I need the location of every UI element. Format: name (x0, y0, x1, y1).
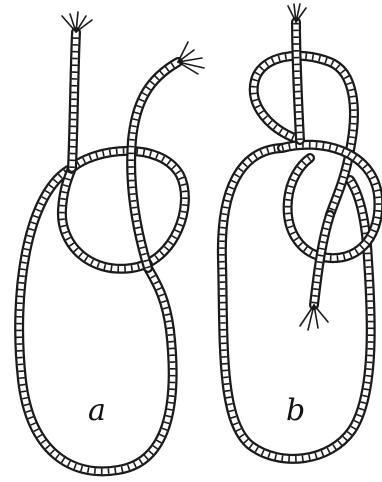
knot-a-small-loop (62, 151, 185, 269)
knot-b-standing-strand (296, 22, 300, 140)
knot-b-frayed-end-top (288, 4, 306, 22)
knot-b: b (222, 4, 379, 459)
label-b: b (286, 393, 305, 428)
knot-a-frayed-end-left (62, 12, 92, 32)
knot-b-frayed-end-bottom (300, 305, 328, 330)
label-a: a (88, 393, 106, 428)
knot-a: a (19, 12, 204, 471)
knot-a-frayed-end-right (178, 42, 204, 74)
knot-a-left-strand (72, 32, 76, 168)
